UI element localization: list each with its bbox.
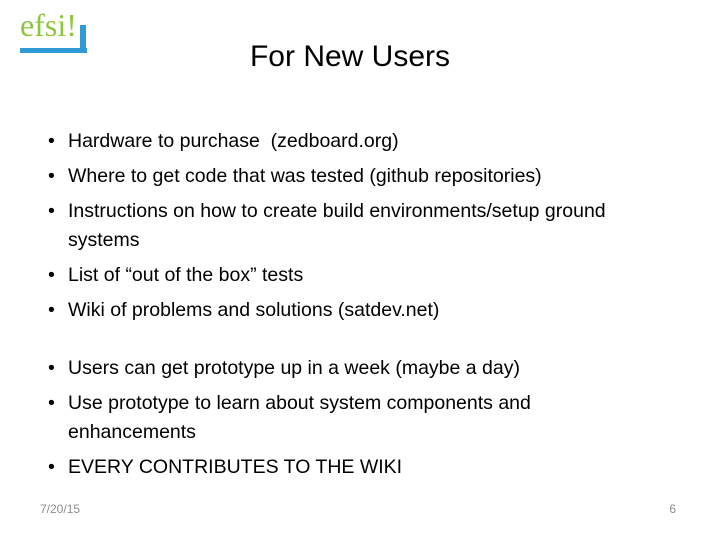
bullet-item: Wiki of problems and solutions (satdev.n… (47, 296, 609, 325)
bullet-text: Where to get code that was tested (githu… (68, 165, 542, 187)
slide-number: 6 (669, 502, 676, 516)
bullet-text: Hardware to purchase (zedboard.org) (68, 130, 399, 152)
bullet-list-benefits: Users can get prototype up in a week (ma… (47, 354, 609, 482)
bullet-text: Use prototype to learn about system comp… (68, 392, 537, 443)
bullet-item: Where to get code that was tested (githu… (47, 162, 609, 191)
bullet-text: Wiki of problems and solutions (satdev.n… (68, 299, 440, 321)
bullet-item: List of “out of the box” tests (47, 261, 609, 290)
logo-underline-shape (20, 48, 87, 53)
efsi-logo: efsi! (20, 7, 87, 54)
bullet-item: Users can get prototype up in a week (ma… (47, 354, 609, 383)
footer-date: 7/20/15 (40, 502, 81, 516)
slide-title: For New Users (249, 40, 451, 73)
bullet-item: Hardware to purchase (zedboard.org) (47, 127, 609, 156)
bullet-list-resources: Hardware to purchase (zedboard.org) Wher… (47, 127, 609, 325)
bullet-text: Instructions on how to create build envi… (68, 200, 612, 251)
efsi-logo-text: efsi! (20, 7, 77, 43)
bullet-text: EVERY CONTRIBUTES TO THE WIKI (68, 456, 403, 478)
logo-corner-bar-shape (80, 25, 86, 53)
bullet-text: List of “out of the box” tests (68, 264, 304, 286)
slide-body: Hardware to purchase (zedboard.org) Wher… (47, 127, 609, 488)
bullet-item: EVERY CONTRIBUTES TO THE WIKI (47, 453, 609, 482)
bullet-text: Users can get prototype up in a week (ma… (68, 357, 520, 379)
bullet-item: Instructions on how to create build envi… (47, 197, 609, 255)
bullet-item: Use prototype to learn about system comp… (47, 389, 609, 447)
